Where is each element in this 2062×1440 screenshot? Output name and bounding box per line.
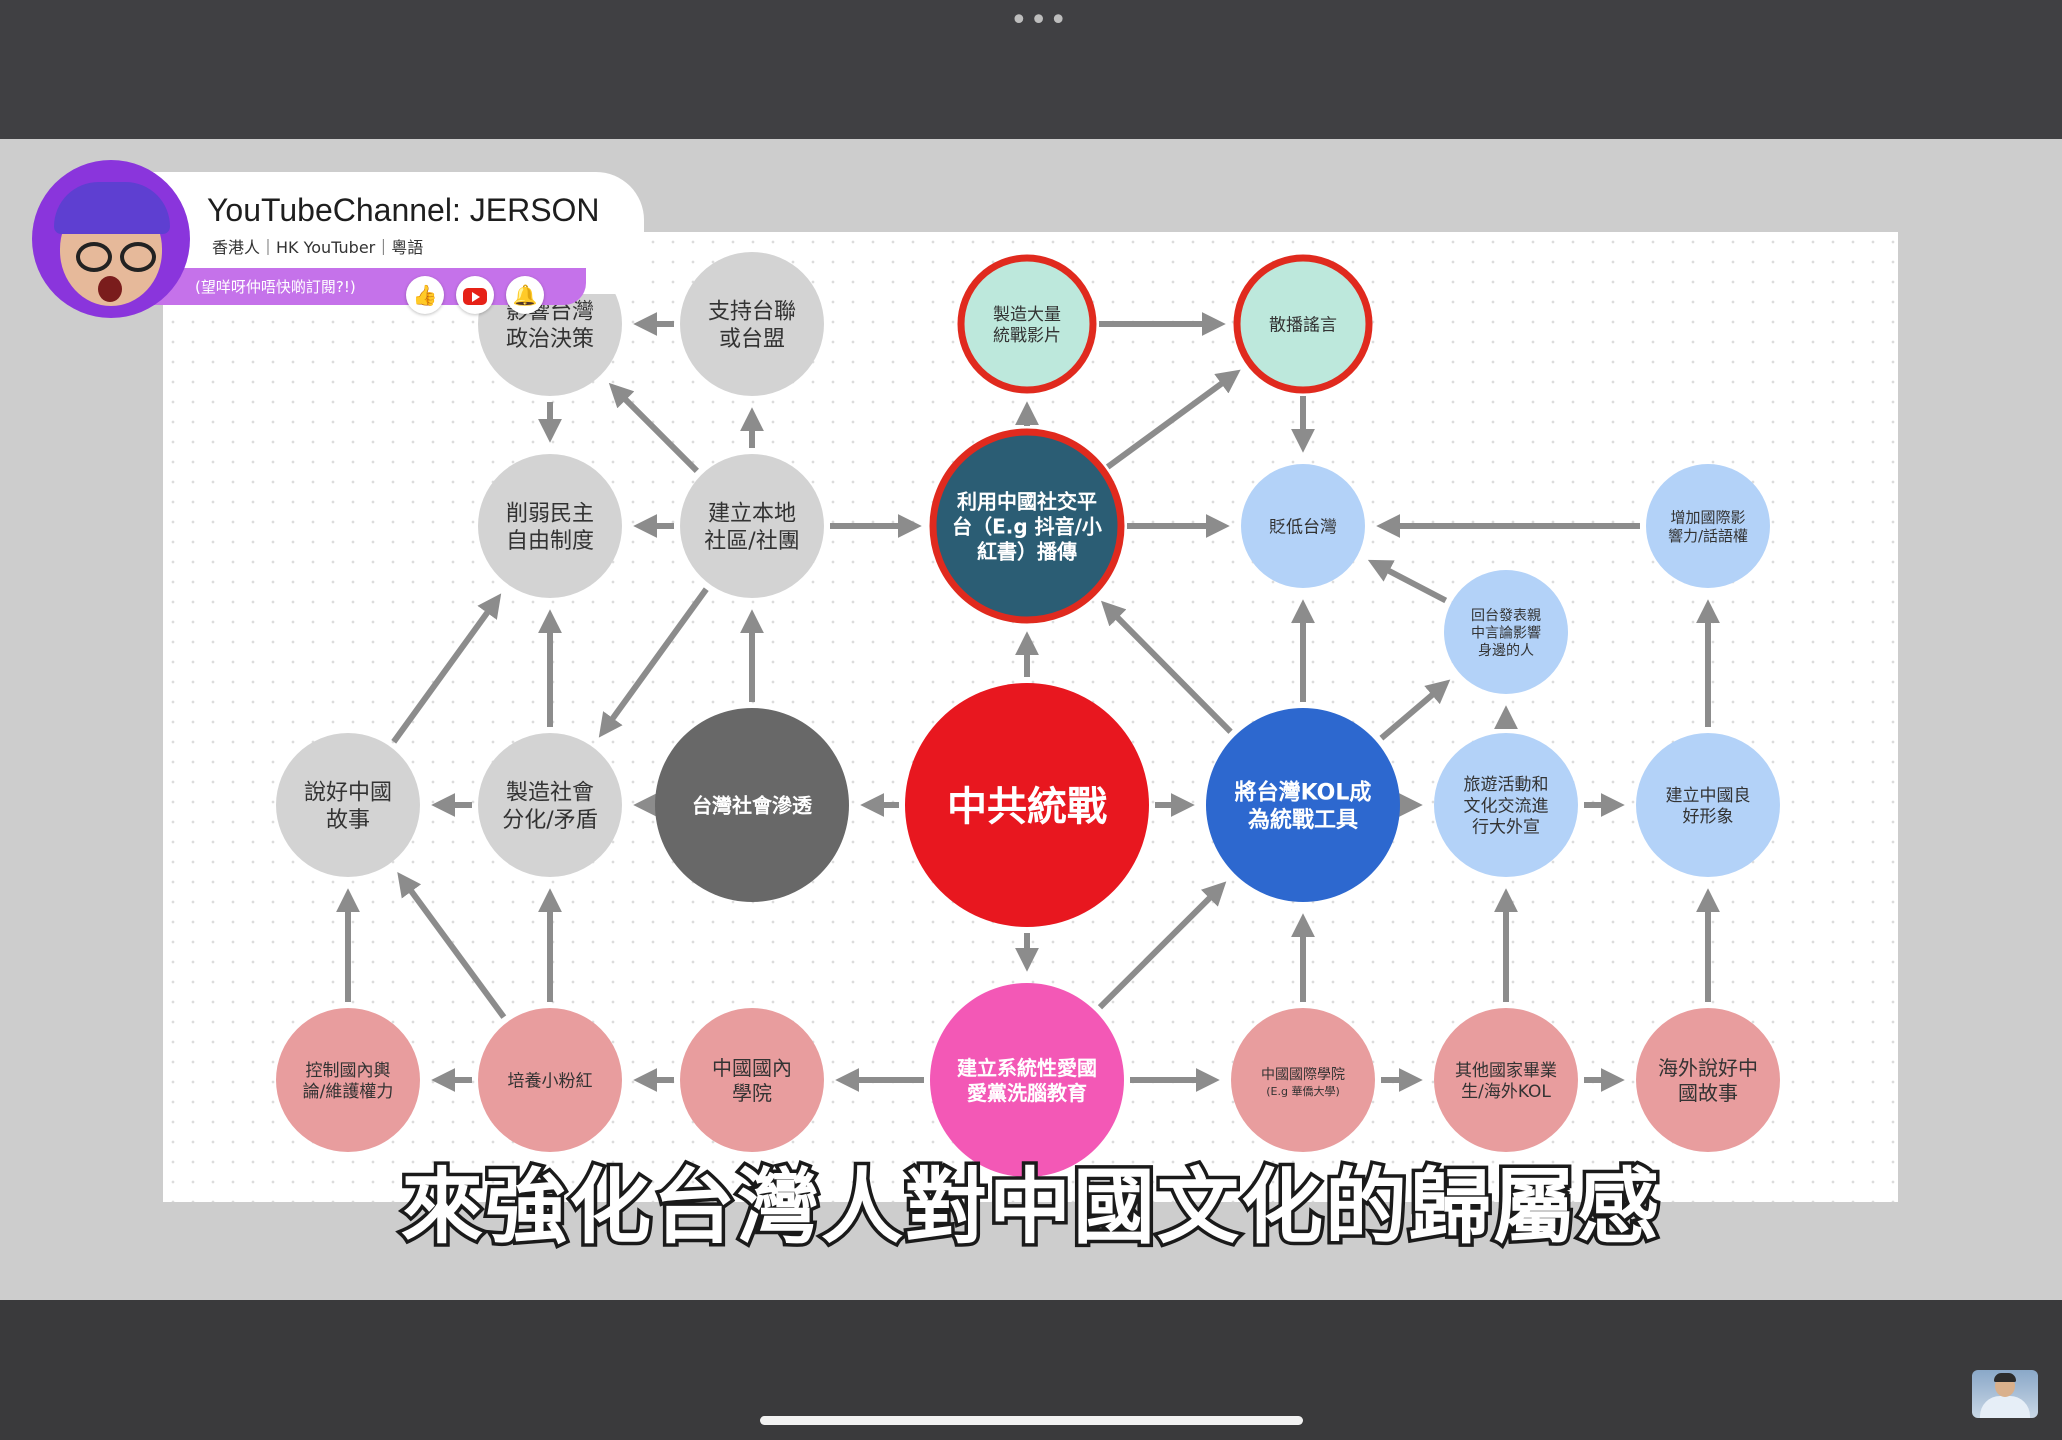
node-return-pro-china: 回台發表親中言論影響身邊的人	[1444, 570, 1568, 694]
node-label: 台灣社會滲透	[692, 794, 813, 818]
node-circle	[680, 1008, 824, 1152]
arrow-little-pinks-to-tell-china-story	[397, 872, 507, 1019]
node-overseas-story: 海外說好中國故事	[1636, 1008, 1780, 1152]
channel-title: YouTubeChannel: JERSON	[207, 192, 600, 228]
node-foreign-graduates: 其他國家畢業生/海外KOL	[1434, 1008, 1578, 1152]
node-label: 散播謠言	[1269, 315, 1337, 335]
node-label: 建立中國良好形象	[1666, 786, 1751, 827]
slide: 影響台灣政治決策支持台聯或台盟製造大量統戰影片散播謠言削弱民主自由制度建立本地社…	[163, 232, 1898, 1202]
node-label: 控制國內輿論/維護權力	[303, 1061, 394, 1102]
node-label: 利用中國社交平台（E.g 抖音/小紅書）播傳	[952, 490, 1102, 564]
node-travel-exchange: 旅遊活動和文化交流進行大外宣	[1434, 733, 1578, 877]
node-circle	[478, 454, 622, 598]
node-label: 說好中國故事	[304, 781, 392, 834]
channel-avatar	[32, 160, 190, 318]
node-label: 建立系統性愛國愛黨洗腦教育	[957, 1056, 1097, 1105]
arrow-local-community-to-social-division	[598, 587, 709, 738]
arrow-return-pro-china-to-belittle-taiwan	[1367, 559, 1448, 604]
node-circle	[929, 428, 1125, 624]
node-label: 製造社會分化/矛盾	[502, 781, 597, 834]
more-options-icon[interactable]: •••	[1010, 3, 1070, 38]
node-circle	[905, 683, 1149, 927]
node-note: (E.g 華僑大學)	[1266, 1084, 1340, 1098]
arrow-tell-china-story-to-weaken-democracy	[391, 593, 502, 744]
node-label: 製造大量統戰影片	[993, 305, 1061, 346]
diagram-nodes: 影響台灣政治決策支持台聯或台盟製造大量統戰影片散播謠言削弱民主自由制度建立本地社…	[276, 252, 1780, 1177]
node-label: 海外說好中國故事	[1658, 1056, 1758, 1105]
node-intl-academy: 中國國際學院(E.g 華僑大學)	[1231, 1008, 1375, 1152]
node-control-opinion: 控制國內輿論/維護權力	[276, 1008, 420, 1152]
node-label: 旅遊活動和文化交流進行大外宣	[1464, 775, 1549, 838]
diagram-edges	[336, 312, 1720, 1092]
node-circle	[1636, 733, 1780, 877]
node-mass-videos: 製造大量統戰影片	[957, 254, 1097, 394]
node-label: 建立本地社區/社團	[704, 502, 799, 555]
node-support-alliance: 支持台聯或台盟	[680, 252, 824, 396]
node-circle	[1233, 254, 1373, 394]
video-subtitle: 來強化台灣人對中國文化的歸屬感	[397, 1157, 1662, 1259]
node-circle	[1241, 464, 1365, 588]
node-circle	[478, 1008, 622, 1152]
bell-icon[interactable]: 🔔	[506, 276, 544, 314]
node-label: 中國國內學院	[712, 1056, 792, 1105]
node-label: 回台發表親中言論影響身邊的人	[1471, 608, 1541, 659]
arrow-china-social-to-spread-rumors	[1105, 369, 1241, 470]
youtube-icon[interactable]	[456, 276, 494, 314]
top-bar: •••	[0, 0, 2062, 139]
node-label: 中國國際學院	[1261, 1067, 1345, 1083]
arrow-local-community-to-influence-policy	[608, 382, 699, 473]
arrow-patriotic-education-to-kol-tool	[1097, 881, 1227, 1010]
node-circle	[1434, 733, 1578, 877]
node-circle	[1444, 570, 1568, 694]
node-kol-tool: 將台灣KOL成為統戰工具	[1206, 708, 1400, 902]
arrow-kol-tool-to-return-pro-china	[1379, 679, 1451, 741]
node-circle	[680, 454, 824, 598]
node-circle	[276, 733, 420, 877]
node-circle	[957, 254, 1097, 394]
node-china-social: 利用中國社交平台（E.g 抖音/小紅書）播傳	[929, 428, 1125, 624]
node-label: 中共統戰	[947, 784, 1107, 830]
node-circle	[478, 733, 622, 877]
node-circle	[1206, 708, 1400, 902]
node-infiltration: 台灣社會滲透	[655, 708, 849, 902]
node-label: 將台灣KOL成為統戰工具	[1235, 780, 1372, 834]
node-weaken-democracy: 削弱民主自由制度	[478, 454, 622, 598]
arrow-kol-tool-to-china-social	[1100, 600, 1233, 734]
node-social-division: 製造社會分化/矛盾	[478, 733, 622, 877]
node-label: 其他國家畢業生/海外KOL	[1455, 1061, 1557, 1102]
node-circle	[680, 252, 824, 396]
node-label: 削弱民主自由制度	[506, 502, 594, 555]
node-circle	[655, 708, 849, 902]
node-belittle-taiwan: 貶低台灣	[1241, 464, 1365, 588]
presenter-thumbnail[interactable]	[1972, 1370, 2038, 1418]
node-circle	[1231, 1008, 1375, 1152]
node-circle	[276, 1008, 420, 1152]
node-china-school: 中國國內學院	[680, 1008, 824, 1152]
channel-subtitle: 香港人｜HK YouTuber｜粵語	[212, 238, 424, 257]
node-circle	[1434, 1008, 1578, 1152]
node-united-front: 中共統戰	[905, 683, 1149, 927]
node-tell-china-story: 說好中國故事	[276, 733, 420, 877]
node-label: 貶低台灣	[1269, 517, 1337, 537]
node-spread-rumors: 散播謠言	[1233, 254, 1373, 394]
node-label: 增加國際影響力/話語權	[1668, 508, 1748, 545]
like-icon[interactable]: 👍	[406, 276, 444, 314]
home-indicator[interactable]	[760, 1416, 1303, 1425]
node-label: 支持台聯或台盟	[708, 300, 796, 353]
node-circle	[930, 983, 1124, 1177]
flow-diagram: 影響台灣政治決策支持台聯或台盟製造大量統戰影片散播謠言削弱民主自由制度建立本地社…	[276, 252, 1780, 1177]
node-patriotic-education: 建立系統性愛國愛黨洗腦教育	[930, 983, 1124, 1177]
subscribe-prompt: (望咩呀仲唔快啲訂閱?!)	[195, 278, 356, 296]
node-local-community: 建立本地社區/社團	[680, 454, 824, 598]
node-good-image: 建立中國良好形象	[1636, 733, 1780, 877]
node-intl-influence: 增加國際影響力/話語權	[1646, 464, 1770, 588]
node-circle	[1636, 1008, 1780, 1152]
node-label: 培養小粉紅	[508, 1071, 593, 1091]
node-circle	[1646, 464, 1770, 588]
node-little-pinks: 培養小粉紅	[478, 1008, 622, 1152]
